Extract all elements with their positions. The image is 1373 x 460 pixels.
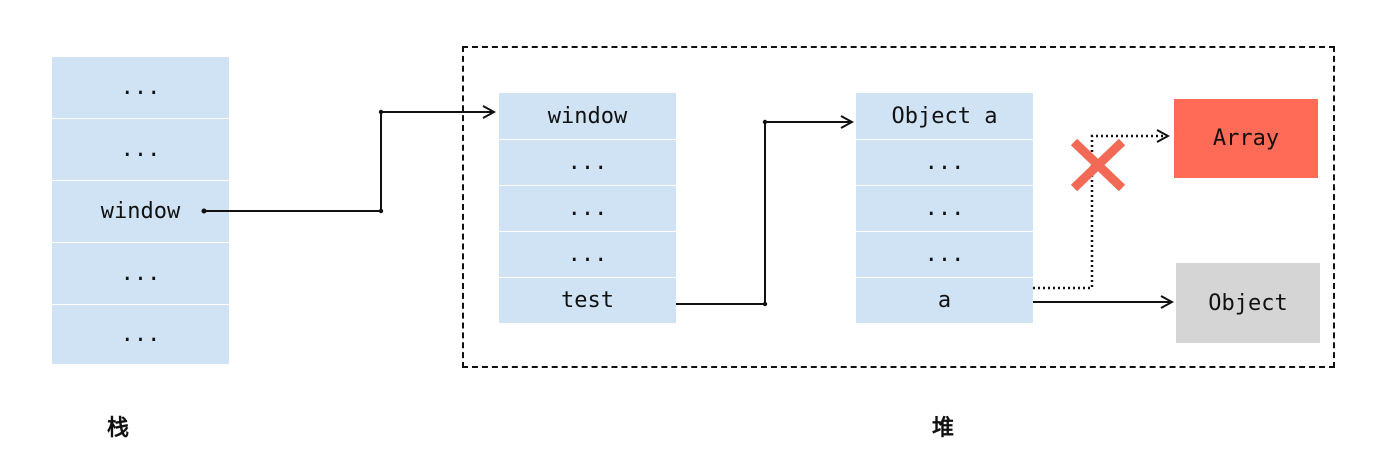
window-object-cell: ...	[499, 231, 676, 277]
stack-to-window-arrow	[201, 110, 495, 214]
array-box: Array	[1174, 99, 1318, 178]
window-object-cell: ...	[499, 185, 676, 231]
stack-cell: ...	[52, 304, 229, 364]
stack-cell: ...	[52, 57, 229, 118]
heap-label: 堆	[932, 416, 955, 441]
test-object-cell-a: a	[856, 277, 1033, 323]
test-object-cell: ...	[856, 231, 1033, 277]
test-object-header: Object a	[856, 93, 1033, 139]
stack-label: 栈	[107, 416, 130, 441]
window-object-cell-test: test	[499, 277, 676, 323]
a-to-array-dotted-arrow	[1033, 136, 1168, 290]
test-object-cell: ...	[856, 139, 1033, 185]
test-object-cell: ...	[856, 185, 1033, 231]
object-box: Object	[1176, 263, 1320, 343]
heap-frame	[462, 46, 1335, 368]
stack-cell-window: window	[52, 180, 229, 242]
window-object-cell: ...	[499, 139, 676, 185]
test-to-object-arrow	[676, 120, 852, 307]
stack-cell: ...	[52, 118, 229, 180]
window-object-header: window	[499, 93, 676, 139]
stack-cell: ...	[52, 242, 229, 304]
cross-icon	[1070, 138, 1126, 192]
